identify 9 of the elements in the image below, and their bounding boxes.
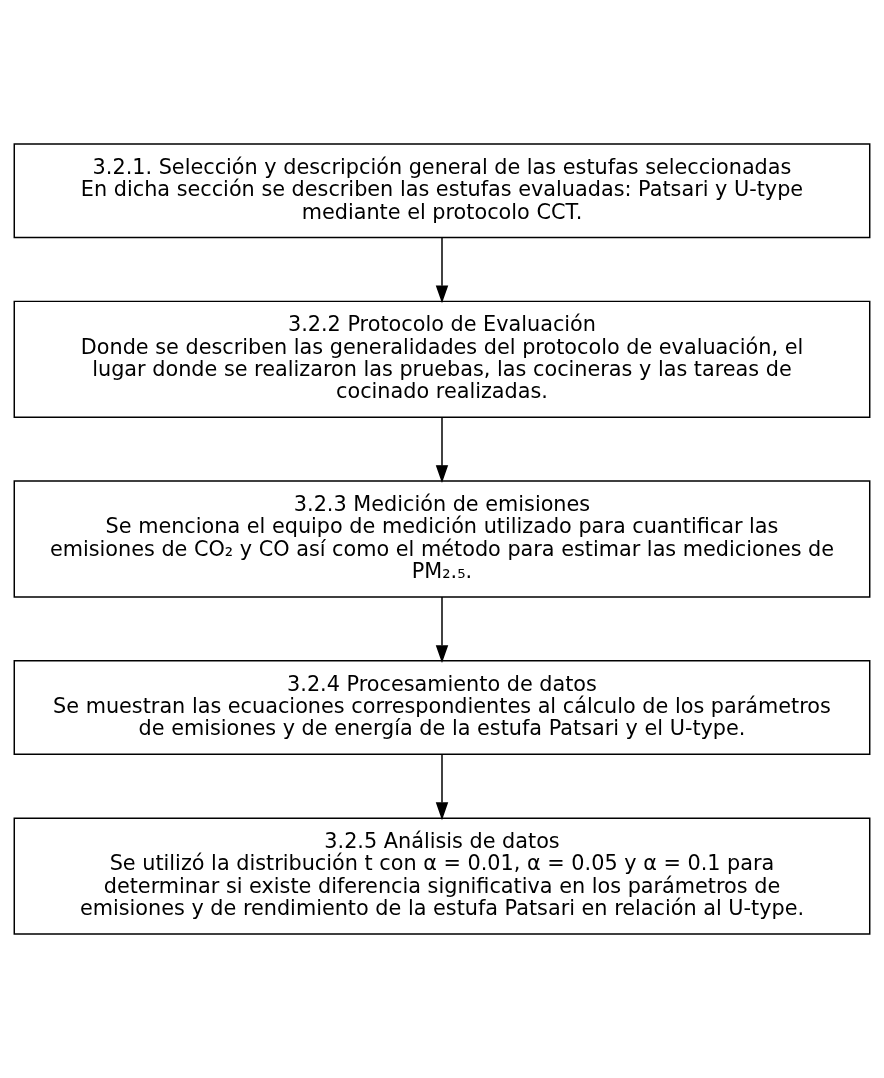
arrow <box>435 416 449 483</box>
arrow <box>435 237 449 304</box>
arrow <box>435 754 449 821</box>
node-box: 3.2.1. Selección y descripción general de las estufas seleccionadas En dicha sección se describen las estufas evaluadas: Patsari y U-type mediante el protocolo CCT. <box>13 143 871 239</box>
node-box: 3.2.5 Análisis de datos Se utilizó la distribución t con α = 0.01, α = 0.05 y α = 0.1 para determinar si existe diferencia significativa en los parámetros de emisiones y de rendimiento de la estufa Patsari en relación al U-type. <box>13 817 871 935</box>
arrow <box>435 596 449 664</box>
node-box: 3.2.4 Procesamiento de datos Se muestran las ecuaciones correspondientes al cálculo de los parámetros de emisiones y de energía de la estufa Patsari y el U-type. <box>13 660 871 756</box>
node-box: 3.2.3 Medición de emisiones Se menciona el equipo de medición utilizado para cuantificar las emisiones de CO₂ y CO así como el método para estimar las mediciones de PM₂.₅. <box>13 480 871 598</box>
node-box: 3.2.2 Protocolo de Evaluación Donde se describen las generalidades del protocolo de evaluación, el lugar donde se realizaron las pruebas, las cocineras y las tareas de cocinado realizadas. <box>13 300 871 418</box>
